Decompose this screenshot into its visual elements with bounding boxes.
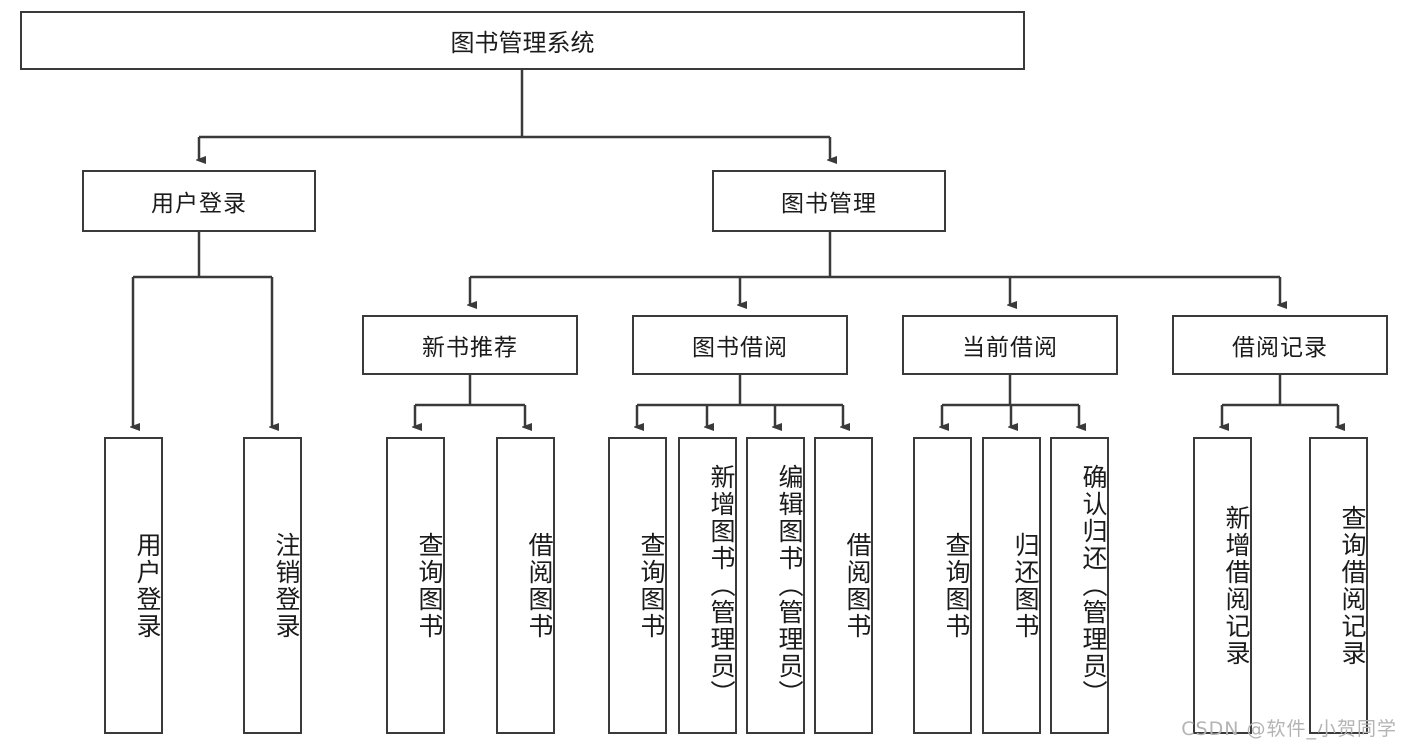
node-book-borrow-label: 图书借阅	[692, 335, 788, 361]
node-leaf-query-book-1-label: 查询图书	[415, 531, 444, 640]
node-leaf-logout[interactable]: 注销登录	[243, 437, 302, 734]
node-user-login[interactable]: 用户登录	[82, 170, 316, 232]
node-current-borrow-label: 当前借阅	[962, 335, 1058, 361]
node-leaf-logout-label: 注销登录	[272, 531, 301, 640]
node-borrow-record-label: 借阅记录	[1232, 335, 1328, 361]
node-leaf-edit-book[interactable]: 编辑图书（管理员）	[746, 437, 805, 734]
node-leaf-add-book-label: 新增图书（管理员）	[707, 464, 736, 707]
node-leaf-user-login[interactable]: 用户登录	[104, 437, 163, 734]
node-new-book-rec-label: 新书推荐	[422, 335, 518, 361]
node-borrow-record[interactable]: 借阅记录	[1172, 315, 1388, 375]
node-root-label: 图书管理系统	[450, 29, 595, 57]
node-leaf-edit-book-label: 编辑图书（管理员）	[775, 464, 804, 707]
node-user-login-label: 用户登录	[151, 191, 247, 217]
watermark: CSDN @软件_小贺同学	[1181, 718, 1397, 740]
node-leaf-query-book-2-label: 查询图书	[637, 531, 666, 640]
node-leaf-query-book-3-label: 查询图书	[942, 531, 971, 640]
node-leaf-borrow-book-1-label: 借阅图书	[525, 531, 554, 640]
node-leaf-query-record-label: 查询借阅记录	[1338, 504, 1367, 667]
node-leaf-confirm-return-label: 确认归还（管理员）	[1079, 464, 1108, 707]
node-leaf-borrow-book-2-label: 借阅图书	[843, 531, 872, 640]
node-leaf-add-record[interactable]: 新增借阅记录	[1193, 437, 1252, 734]
node-book-manage-label: 图书管理	[781, 191, 877, 217]
node-leaf-add-book[interactable]: 新增图书（管理员）	[678, 437, 737, 734]
node-leaf-query-book-3[interactable]: 查询图书	[913, 437, 972, 734]
node-leaf-confirm-return[interactable]: 确认归还（管理员）	[1050, 437, 1109, 734]
node-new-book-rec[interactable]: 新书推荐	[362, 315, 578, 375]
node-book-borrow[interactable]: 图书借阅	[632, 315, 848, 375]
node-leaf-return-book[interactable]: 归还图书	[982, 437, 1041, 734]
node-leaf-add-record-label: 新增借阅记录	[1222, 504, 1251, 667]
node-root[interactable]: 图书管理系统	[20, 11, 1025, 70]
node-book-manage[interactable]: 图书管理	[712, 170, 946, 232]
node-leaf-borrow-book-2[interactable]: 借阅图书	[814, 437, 873, 734]
node-leaf-borrow-book-1[interactable]: 借阅图书	[496, 437, 555, 734]
node-leaf-query-book-2[interactable]: 查询图书	[608, 437, 667, 734]
node-leaf-return-book-label: 归还图书	[1011, 531, 1040, 640]
node-leaf-query-book-1[interactable]: 查询图书	[386, 437, 445, 734]
node-current-borrow[interactable]: 当前借阅	[902, 315, 1118, 375]
node-leaf-user-login-label: 用户登录	[133, 531, 162, 640]
node-leaf-query-record[interactable]: 查询借阅记录	[1309, 437, 1368, 734]
